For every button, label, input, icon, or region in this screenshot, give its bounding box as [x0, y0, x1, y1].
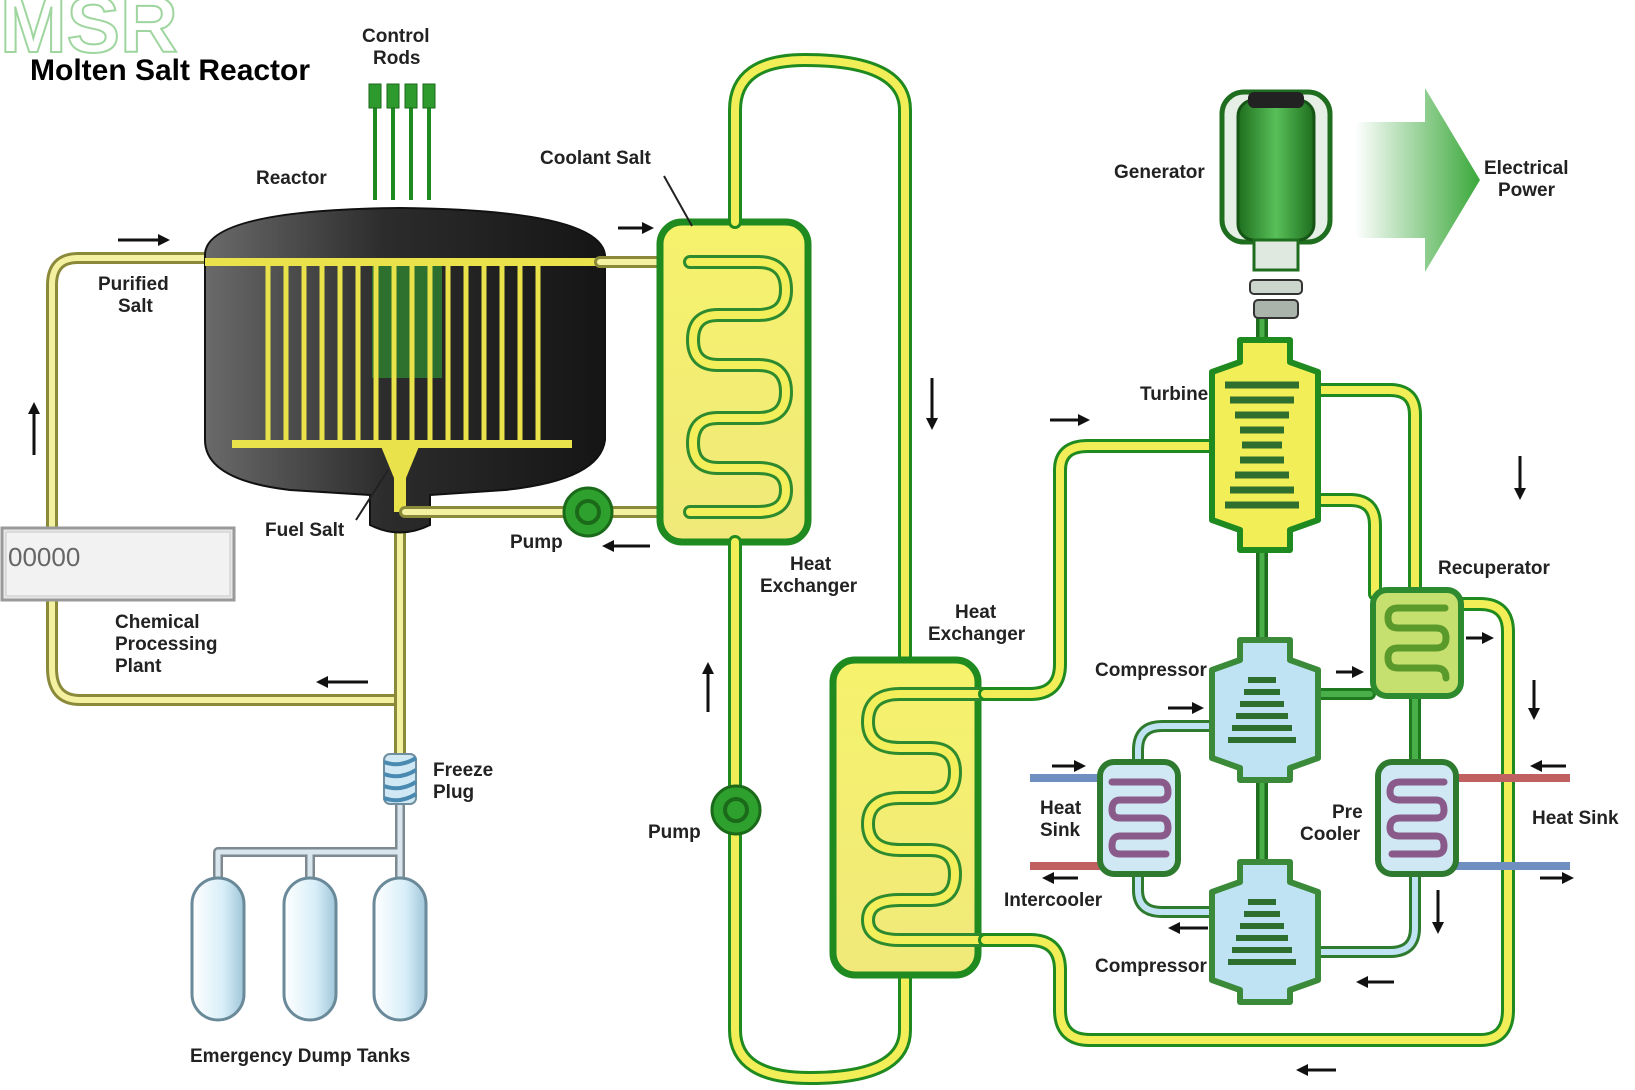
coolant-salt-pointer: [663, 175, 693, 227]
dump-tank-3: [372, 876, 428, 1022]
chemical-processing-plant: 00000: [0, 526, 236, 602]
label-heat-sink-left-1: Heat: [1040, 798, 1082, 819]
page-title: Molten Salt Reactor: [30, 54, 310, 87]
purified-salt-loop: [46, 252, 406, 706]
heat-sink-lines: [1030, 774, 1570, 870]
label-fuel-salt: Fuel Salt: [265, 520, 345, 541]
label-chemical-processing-3: Plant: [115, 656, 162, 677]
label-recuperator: Recuperator: [1438, 558, 1551, 579]
heat-exchanger-secondary: [829, 656, 997, 979]
label-electrical-power-1: Electrical: [1484, 158, 1569, 179]
control-rods: [368, 83, 436, 200]
label-pre-cooler-2: Cooler: [1300, 824, 1361, 845]
dump-tank-1: [190, 876, 246, 1022]
label-compressor-top: Compressor: [1095, 660, 1208, 681]
label-control-rods-2: Rods: [373, 48, 421, 69]
primary-pump: [562, 486, 614, 538]
label-freeze-plug-1: Freeze: [433, 760, 493, 781]
turbine: [1209, 337, 1321, 553]
pre-cooler: [1375, 759, 1459, 877]
electrical-power-arrow: [1355, 88, 1480, 272]
label-turbine: Turbine: [1140, 384, 1208, 405]
emergency-dump-tanks: [190, 876, 428, 1022]
dump-tank-2: [282, 876, 338, 1022]
label-heat-exchanger-secondary-2: Exchanger: [928, 624, 1026, 645]
compressor-top: [1209, 637, 1321, 783]
reactor-vessel: [204, 206, 606, 534]
flow-arrows: [28, 222, 1574, 1076]
label-generator: Generator: [1114, 162, 1205, 183]
label-heat-exchanger-secondary-1: Heat: [955, 602, 997, 623]
label-pump-primary: Pump: [510, 532, 563, 553]
processing-display: 00000: [8, 542, 80, 572]
label-heat-sink-right: Heat Sink: [1532, 808, 1619, 829]
fuel-salt-pointer: [355, 469, 389, 521]
label-purified-salt-1: Purified: [98, 274, 169, 295]
gas-piping: [978, 383, 1515, 1047]
freeze-plug: [383, 753, 418, 805]
label-pump-secondary: Pump: [648, 822, 701, 843]
label-heat-sink-left-2: Sink: [1040, 820, 1081, 841]
compressed-gas-piping: [1132, 720, 1421, 958]
generator: [1219, 89, 1333, 319]
compressor-bottom: [1209, 859, 1321, 1005]
label-electrical-power-2: Power: [1498, 180, 1556, 201]
secondary-pump: [710, 784, 762, 836]
logo: MSR: [0, 0, 179, 70]
recuperator: [1370, 587, 1464, 699]
label-pre-cooler-1: Pre: [1332, 802, 1363, 823]
label-heat-exchanger-primary-1: Heat: [790, 554, 832, 575]
coolant-salt-loop: [728, 53, 912, 1085]
label-chemical-processing-2: Processing: [115, 634, 217, 655]
logo-text: MSR: [0, 0, 178, 69]
drain-line: [213, 504, 406, 883]
label-intercooler: Intercooler: [1004, 890, 1103, 911]
label-purified-salt-2: Salt: [118, 296, 154, 317]
label-freeze-plug-2: Plug: [433, 782, 474, 803]
heat-exchanger-primary: [656, 218, 812, 546]
intercooler: [1097, 759, 1181, 877]
label-chemical-processing-1: Chemical: [115, 612, 199, 633]
label-control-rods-1: Control: [362, 26, 430, 47]
label-reactor: Reactor: [256, 168, 327, 189]
label-coolant-salt: Coolant Salt: [540, 148, 652, 169]
label-heat-exchanger-primary-2: Exchanger: [760, 576, 858, 597]
label-compressor-bottom: Compressor: [1095, 956, 1208, 977]
label-emergency-dump-tanks: Emergency Dump Tanks: [190, 1046, 410, 1067]
